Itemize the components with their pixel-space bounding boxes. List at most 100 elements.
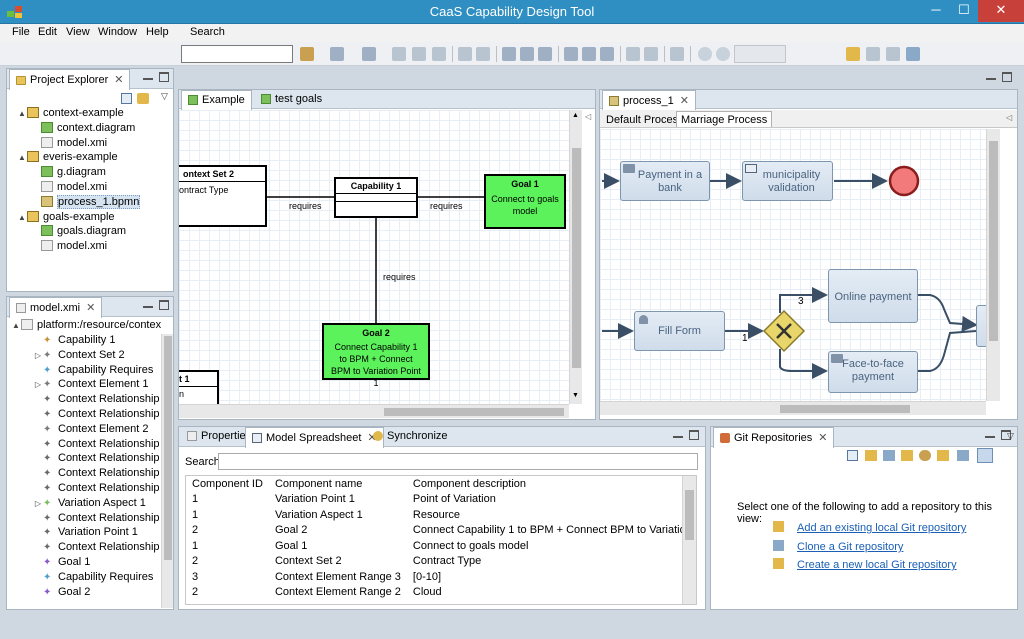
table-cell[interactable]: 1 (186, 538, 269, 554)
spreadsheet-scrollbar[interactable] (682, 476, 696, 604)
link-with-editor-icon[interactable] (137, 93, 149, 104)
table-row[interactable]: 2Goal 2Connect Capability 1 to BPM + Con… (186, 523, 692, 539)
task-face-to-face-payment[interactable]: Face-to-face payment (828, 351, 918, 393)
zoom-in-icon[interactable] (716, 47, 730, 61)
project-tree-item[interactable]: model.xmi (31, 137, 107, 152)
project-tree-item[interactable]: ▲goals-example (17, 211, 115, 226)
diagram-canvas[interactable]: ontext Set 2 ontract Type Capability 1 G… (179, 110, 569, 404)
same-height-icon[interactable] (644, 47, 658, 61)
table-row[interactable]: 2Context Element Range 2Cloud (186, 585, 692, 601)
model-tree-item[interactable]: ✦Context Relationship (33, 512, 160, 527)
refresh-icon[interactable] (919, 450, 931, 461)
spreadsheet-search-input[interactable] (218, 453, 698, 470)
align-middle-icon[interactable] (582, 47, 596, 61)
goal-1-node[interactable]: Goal 1 Connect to goals model (484, 174, 566, 229)
model-tree-item[interactable]: ✦Context Relationship (33, 393, 160, 408)
project-tree-item[interactable]: ▲everis-example (17, 151, 118, 166)
close-tab-icon[interactable]: ✕ (86, 302, 95, 314)
scrollbar-thumb[interactable] (164, 336, 172, 560)
model-tree-item[interactable]: ✦Variation Point 1 (33, 526, 138, 541)
expand-twisty-icon[interactable]: ▷ (33, 380, 43, 389)
expand-twisty-icon[interactable]: ▷ (33, 499, 43, 508)
model-tree-item[interactable]: ✦Context Relationship (33, 482, 160, 497)
table-cell[interactable]: Context Set 2 (269, 554, 407, 570)
table-cell[interactable]: Goal 1 (269, 538, 407, 554)
project-tree-item[interactable]: model.xmi (31, 240, 107, 255)
column-header[interactable]: Component ID (186, 476, 269, 492)
model-tree-item[interactable]: ✦Context Element 2 (33, 423, 149, 438)
close-tab-icon[interactable]: ✕ (818, 432, 827, 444)
bpmn-scrollbar-h[interactable] (600, 401, 986, 415)
model-tree-item[interactable]: ▷✦Context Element 1 (33, 378, 149, 393)
toggle-view-icon[interactable] (977, 448, 993, 463)
align-bottom-icon[interactable] (600, 47, 614, 61)
align-top-icon[interactable] (564, 47, 578, 61)
model-tree-item[interactable]: ✦Context Relationship (33, 467, 160, 482)
clone-repo-link[interactable]: Clone a Git repository (797, 541, 903, 553)
expand-twisty-icon[interactable]: ▲ (17, 213, 27, 222)
model-tree-scrollbar[interactable] (161, 334, 173, 608)
toolbar-search-input[interactable] (181, 45, 293, 63)
tab-marriage-process[interactable]: Marriage Process (676, 111, 772, 127)
column-header[interactable]: Component description (407, 476, 692, 492)
expand-twisty-icon[interactable]: ▲ (17, 153, 27, 162)
table-cell[interactable]: Connect to goals model (407, 538, 692, 554)
view-menu-icon[interactable]: ▽ (1007, 431, 1014, 442)
maximize-view-icon[interactable] (689, 430, 699, 440)
pencil-tool-icon[interactable] (300, 47, 314, 61)
menu-help[interactable]: Help (146, 26, 169, 38)
table-cell[interactable]: Contract Type (407, 554, 692, 570)
table-cell[interactable]: Point of Variation (407, 492, 692, 508)
task-fill-form[interactable]: Fill Form (634, 311, 725, 351)
select-tool-icon[interactable] (330, 47, 344, 61)
palette-toggle-icon[interactable]: ◁ (585, 112, 591, 121)
model-tree-item[interactable]: ✦Context Relationship (33, 452, 160, 467)
task-online-payment[interactable]: Online payment (828, 269, 918, 323)
menu-search[interactable]: Search (190, 26, 225, 38)
table-cell[interactable]: Variation Point 1 (269, 492, 407, 508)
scrollbar-thumb[interactable] (989, 141, 998, 341)
create-repository-icon[interactable] (901, 450, 913, 461)
expand-twisty-icon[interactable]: ▷ (33, 351, 43, 360)
column-header[interactable]: Component name (269, 476, 407, 492)
zoom-combo[interactable] (734, 45, 786, 63)
diagram-scrollbar-v[interactable]: ▲ ▼ (569, 110, 582, 404)
table-cell[interactable]: Resource (407, 507, 692, 523)
table-row[interactable]: 2Context Set 2Contract Type (186, 554, 692, 570)
collapse-all-icon[interactable] (121, 93, 132, 104)
redo-icon[interactable] (412, 47, 426, 61)
tab-synchronize[interactable]: Synchronize (367, 427, 454, 447)
print-icon[interactable] (906, 47, 920, 61)
expand-twisty-icon[interactable]: ▲ (11, 321, 21, 330)
add-repository-icon[interactable] (865, 450, 877, 461)
copy-icon[interactable] (458, 47, 472, 61)
task-municipality-validation[interactable]: municipality validation (742, 161, 833, 201)
project-tree-item[interactable]: g.diagram (31, 166, 106, 181)
project-tree-item[interactable]: process_1.bpmn (31, 196, 140, 211)
tab-default-process[interactable]: Default Process (602, 112, 688, 128)
maximize-button[interactable]: ☐ (950, 0, 978, 22)
table-row[interactable]: 1Variation Point 1Point of Variation (186, 492, 692, 508)
table-cell[interactable]: 3 (186, 569, 269, 585)
project-tree-item[interactable]: goals.diagram (31, 225, 126, 240)
table-row[interactable]: 1Variation Aspect 1Resource (186, 507, 692, 523)
align-right-icon[interactable] (538, 47, 552, 61)
view-menu-icon[interactable]: ▽ (161, 91, 168, 102)
table-cell[interactable]: 1 (186, 507, 269, 523)
menu-window[interactable]: Window (98, 26, 137, 38)
table-cell[interactable]: Variation Aspect 1 (269, 507, 407, 523)
scrollbar-thumb[interactable] (780, 405, 910, 413)
create-repo-link[interactable]: Create a new local Git repository (797, 559, 957, 571)
model-tree-item[interactable]: ▷✦Variation Aspect 1 (33, 497, 146, 512)
add-existing-repo-link[interactable]: Add an existing local Git repository (797, 522, 966, 534)
table-cell[interactable]: Cloud (407, 585, 692, 601)
tab-model-spreadsheet[interactable]: Model Spreadsheet✕ (245, 427, 384, 448)
project-tree-item[interactable]: model.xmi (31, 181, 107, 196)
bpmn-canvas[interactable]: Payment in a bank municipality validatio… (600, 129, 986, 401)
table-cell[interactable]: 1 (186, 492, 269, 508)
model-tree-item[interactable]: ✦Goal 1 (33, 556, 90, 571)
table-cell[interactable]: 2 (186, 554, 269, 570)
tab-project-explorer[interactable]: Project Explorer✕ (9, 69, 130, 90)
table-cell[interactable]: Connect Capability 1 to BPM + Connect BP… (407, 523, 692, 539)
close-tab-icon[interactable]: ✕ (680, 95, 689, 107)
